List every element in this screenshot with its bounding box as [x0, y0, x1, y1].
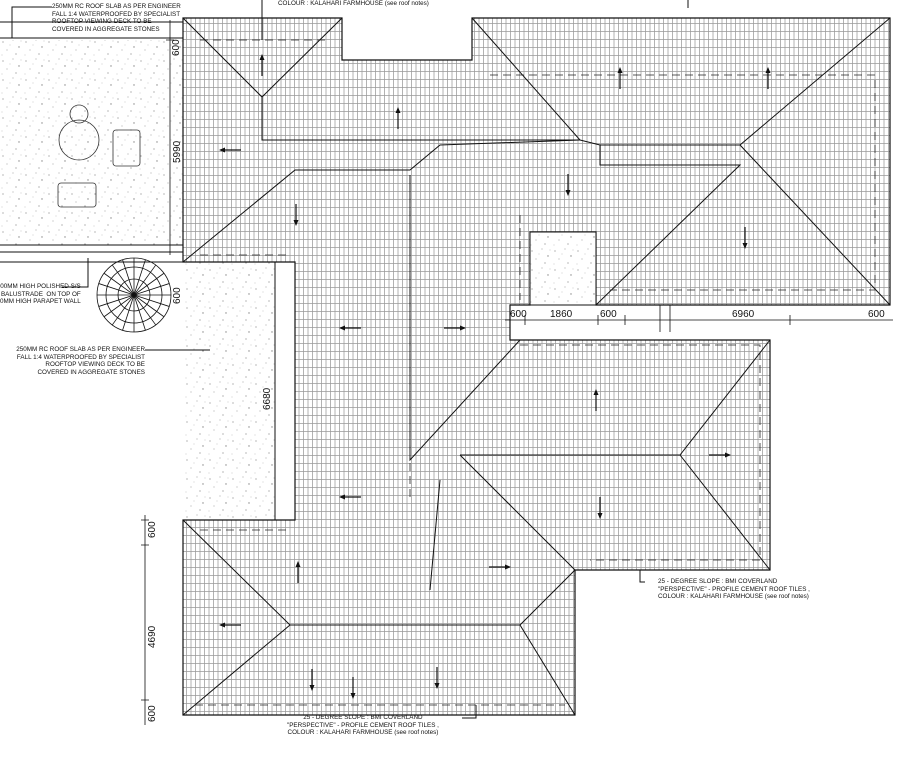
slope-arrow-icon	[444, 325, 466, 331]
dim-stair-600: 600	[172, 287, 183, 304]
slope-arrow-icon	[709, 452, 731, 458]
stair-tread	[103, 294, 135, 318]
slope-arrow-icon	[617, 67, 623, 89]
stair-tread	[133, 294, 165, 318]
stair-tread	[122, 294, 135, 331]
stair-tread	[98, 283, 135, 296]
dim-h-600-c: 600	[868, 309, 885, 320]
dim-bottom-600-b: 600	[147, 705, 158, 722]
slope-arrow-icon	[339, 325, 361, 331]
note-right-roof-spec: 25 - DEGREE SLOPE : BMI COVERLAND"PERSPE…	[658, 578, 810, 601]
slope-arrow-icon	[295, 561, 301, 583]
stair-tread	[111, 264, 135, 296]
dim-top-left-600: 600	[171, 39, 182, 56]
slope-arrow-icon	[339, 494, 361, 500]
slope-arrow-icon	[597, 497, 603, 519]
spiral-staircase	[96, 257, 172, 333]
note-line: COLOUR : KALAHARI FARMHOUSE (see roof no…	[658, 593, 809, 601]
slope-arrow-icon	[565, 174, 571, 196]
note-line: COVERED IN AGGREGATE STONES	[37, 368, 145, 376]
stair-tread	[133, 294, 146, 331]
top-left-viewing-deck	[0, 40, 183, 245]
note-line: FALL 1:4 WATERPROOFED BY SPECIALIST	[16, 353, 145, 361]
dim-4690: 4690	[147, 625, 158, 648]
note-line: 0mm HIGH PARAPET WALL	[0, 298, 81, 306]
dim-h-600-a: 600	[510, 309, 527, 320]
slope-arrow-icon	[765, 67, 771, 89]
stair-tread	[133, 264, 157, 296]
mid-left-viewing-deck	[183, 262, 275, 520]
note-line: 25 - DEGREE SLOPE : BMI COVERLAND	[303, 714, 423, 721]
slope-arrow-icon	[293, 204, 299, 226]
note-line: COLOUR : KALAHARI FARMHOUSE (see roof no…	[287, 729, 439, 737]
deck-furniture	[57, 104, 141, 208]
slope-arrow-icon	[350, 677, 356, 699]
stair-tread	[111, 294, 135, 326]
slope-arrows	[219, 54, 771, 699]
hip-ridge-lines	[182, 17, 891, 716]
slope-arrow-icon	[219, 147, 241, 153]
slope-arrow-icon	[434, 667, 440, 689]
note-line: ROOFTOP VIEWING DECK TO BE	[52, 18, 152, 26]
note-top-roof-colour: COLOUR : KALAHARI FARMHOUSE (see roof no…	[278, 0, 429, 7]
dim-h-600-b: 600	[600, 309, 617, 320]
note-line: 00mm HIGH POLISHED S/S	[0, 283, 81, 290]
dim-h-1860: 1860	[550, 309, 573, 320]
note-line: 250mm RC ROOF SLAB AS PER ENGINEER	[52, 3, 181, 10]
roof-outline	[182, 17, 891, 716]
dim-bottom-600-a: 600	[147, 521, 158, 538]
dim-h-6960: 6960	[732, 309, 755, 320]
note-line: "PERSPECTIVE" - PROFILE CEMENT ROOF TILE…	[658, 585, 810, 593]
note-line: BALUSTRADE ON TOP OF	[0, 290, 81, 298]
stair-tread	[103, 272, 135, 296]
stair-tread	[133, 294, 157, 326]
slope-arrow-icon	[593, 389, 599, 411]
note-line: ROOFTOP VIEWING DECK TO BE	[45, 361, 145, 369]
slope-arrow-icon	[259, 54, 265, 76]
slope-arrow-icon	[309, 669, 315, 691]
slope-arrow-icon	[219, 622, 241, 628]
stair-tread	[133, 272, 165, 296]
note-line: COVERED IN AGGREGATE STONES	[52, 25, 160, 33]
dim-6680: 6680	[262, 387, 273, 410]
note-line: "PERSPECTIVE" - PROFILE CEMENT ROOF TILE…	[287, 721, 439, 729]
slope-arrow-icon	[742, 227, 748, 249]
note-line: 250mm RC ROOF SLAB AS PER ENGINEER	[16, 346, 145, 353]
slope-arrow-icon	[395, 107, 401, 129]
stair-tread	[133, 259, 146, 296]
stair-tread	[98, 294, 135, 307]
note-line: FALL 1:4 WATERPROOFED BY SPECIALIST	[52, 10, 181, 18]
stair-tread	[133, 283, 170, 296]
dim-5990: 5990	[172, 140, 183, 163]
slope-arrow-icon	[489, 564, 511, 570]
stair-tread	[122, 259, 135, 296]
stair-tread	[133, 294, 170, 307]
note-line: 25 - DEGREE SLOPE : BMI COVERLAND	[658, 578, 778, 585]
note-bottom-roof-spec: 25 - DEGREE SLOPE : BMI COVERLAND"PERSPE…	[287, 714, 439, 737]
